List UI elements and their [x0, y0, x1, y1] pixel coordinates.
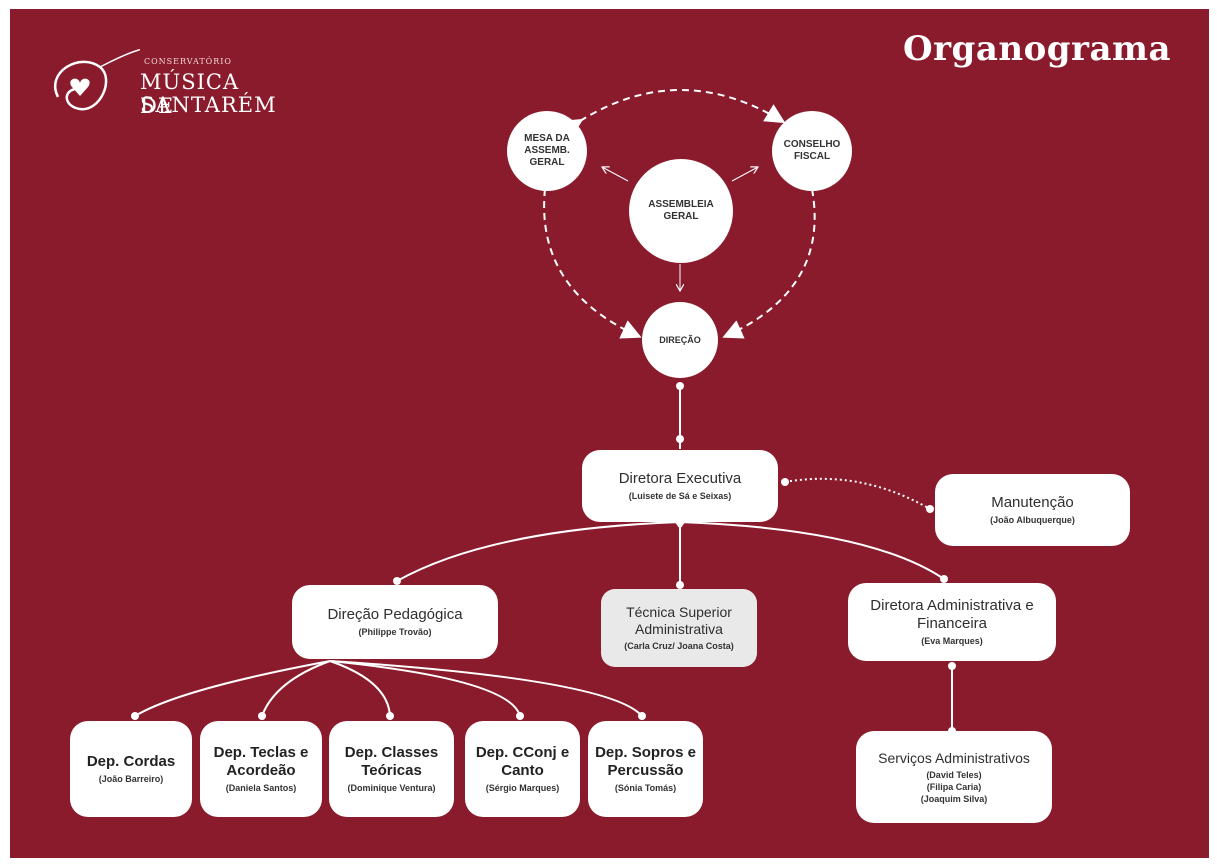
node-title: Diretora Administrativa e Financeira	[870, 597, 1034, 632]
node-title: Dep. Classes Teóricas	[344, 744, 439, 779]
tecnica-superior-node: Técnica Superior Administrativa (Carla C…	[601, 589, 757, 667]
logo-line1: CONSERVATÓRIO	[144, 57, 232, 66]
node-title: Direção Pedagógica	[327, 606, 463, 623]
logo-line2: MÚSICA DE	[140, 70, 240, 118]
manutencao-node: Manutenção (João Albuquerque)	[935, 474, 1130, 546]
node-person: (Dominique Ventura)	[347, 783, 436, 793]
node-title: Dep. Sopros e Percussão	[595, 744, 696, 779]
direcao-node: DIREÇÃO	[642, 302, 718, 378]
logo-line3: SANTARÉM	[140, 93, 277, 117]
node-person: (João Albuquerque)	[990, 515, 1075, 525]
organogram-canvas: CONSERVATÓRIO MÚSICA DE SANTARÉM Organog…	[10, 9, 1209, 858]
node-title: Manutenção	[991, 494, 1074, 511]
node-title: Dep. Cordas	[86, 753, 176, 770]
mesa-assembleia-node: MESA DA ASSEMB. GERAL	[507, 111, 587, 191]
dep-cordas-node: Dep. Cordas (João Barreiro)	[70, 721, 192, 817]
node-title: Serviços Administrativos	[878, 749, 1030, 766]
node-title: Diretora Executiva	[618, 470, 742, 487]
servicos-administrativos-node: Serviços Administrativos (David Teles) (…	[856, 731, 1052, 823]
diretora-administrativa-node: Diretora Administrativa e Financeira (Ev…	[848, 583, 1056, 661]
node-person: (Eva Marques)	[921, 636, 983, 646]
dep-sopros-node: Dep. Sopros e Percussão (Sónia Tomás)	[588, 721, 703, 817]
node-person: (João Barreiro)	[98, 774, 164, 784]
node-person: (Philippe Trovão)	[358, 627, 432, 637]
node-person: (Daniela Santos)	[225, 783, 297, 793]
conselho-fiscal-node: CONSELHO FISCAL	[772, 111, 852, 191]
dep-cconj-node: Dep. CConj e Canto (Sérgio Marques)	[465, 721, 580, 817]
dep-teclas-node: Dep. Teclas e Acordeão (Daniela Santos)	[200, 721, 322, 817]
violin-heart-icon	[54, 48, 140, 111]
page-title: Organograma	[903, 29, 1171, 69]
node-person: (Sérgio Marques)	[485, 783, 560, 793]
node-title: Dep. CConj e Canto	[475, 744, 570, 779]
connector-lines	[131, 89, 956, 735]
logo: CONSERVATÓRIO MÚSICA DE SANTARÉM	[40, 37, 280, 137]
node-person: (Sónia Tomás)	[614, 783, 677, 793]
node-title: Técnica Superior Administrativa	[626, 604, 732, 637]
dep-classes-node: Dep. Classes Teóricas (Dominique Ventura…	[329, 721, 454, 817]
direcao-pedagogica-node: Direção Pedagógica (Philippe Trovão)	[292, 585, 498, 659]
node-person: (Carla Cruz/ Joana Costa)	[624, 641, 734, 651]
node-person: (Luisete de Sá e Seixas)	[628, 491, 732, 501]
node-title: Dep. Teclas e Acordeão	[213, 744, 309, 779]
node-person: (David Teles) (Filipa Caria) (Joaquim Si…	[920, 769, 988, 804]
assembleia-geral-node: ASSEMBLEIA GERAL	[629, 159, 733, 263]
diretora-executiva-node: Diretora Executiva (Luisete de Sá e Seix…	[582, 450, 778, 522]
